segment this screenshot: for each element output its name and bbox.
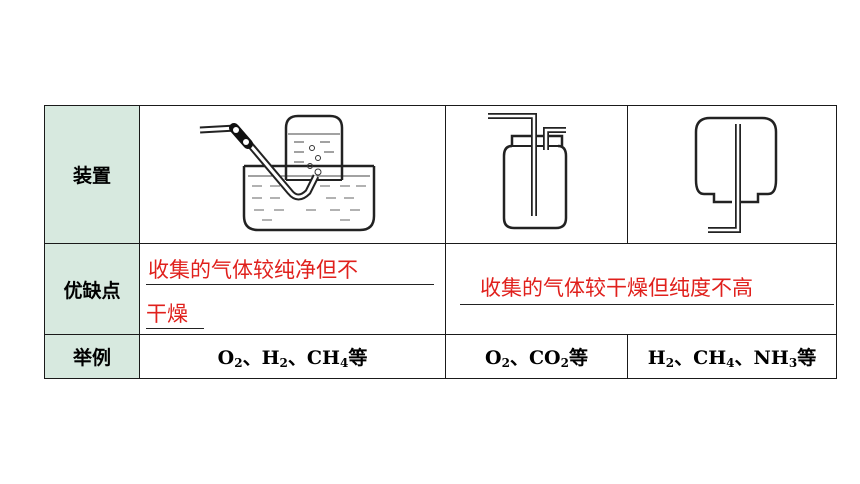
pros-cons-cell-air: 收集的气体较干燥但纯度不高 <box>445 243 837 335</box>
underline-2 <box>146 328 204 329</box>
apparatus-row: 装置 <box>44 105 837 244</box>
examples-upward: O2、CO2等 <box>445 334 628 379</box>
underline-3 <box>460 304 834 305</box>
pros-cons-air-text: 收集的气体较干燥但纯度不高 <box>480 276 753 300</box>
pros-cons-line2: 干燥 <box>146 302 188 326</box>
row-header-apparatus: 装置 <box>44 105 140 244</box>
examples-water: O2、H2、CH4等 <box>139 334 446 379</box>
row-header-examples: 举例 <box>44 334 140 379</box>
upward-air-displacement-illustration <box>445 105 628 244</box>
downward-air-displacement-illustration <box>627 105 837 244</box>
row-header-pros-cons: 优缺点 <box>44 243 140 335</box>
examples-row: 举例 O2、H2、CH4等 O2、CO2等 H2、CH4、NH3等 <box>44 334 837 379</box>
examples-downward: H2、CH4、NH3等 <box>627 334 837 379</box>
pros-cons-cell-water: 收集的气体较纯净但不 干燥 <box>139 243 446 335</box>
pros-cons-line1: 收集的气体较纯净但不 <box>148 258 358 282</box>
underline-1 <box>146 284 434 285</box>
water-displacement-illustration <box>139 105 446 244</box>
pros-cons-row: 优缺点 收集的气体较纯净但不 干燥 收集的气体较干燥但纯度不高 <box>44 243 837 335</box>
gas-collection-table: 装置 <box>44 105 837 379</box>
